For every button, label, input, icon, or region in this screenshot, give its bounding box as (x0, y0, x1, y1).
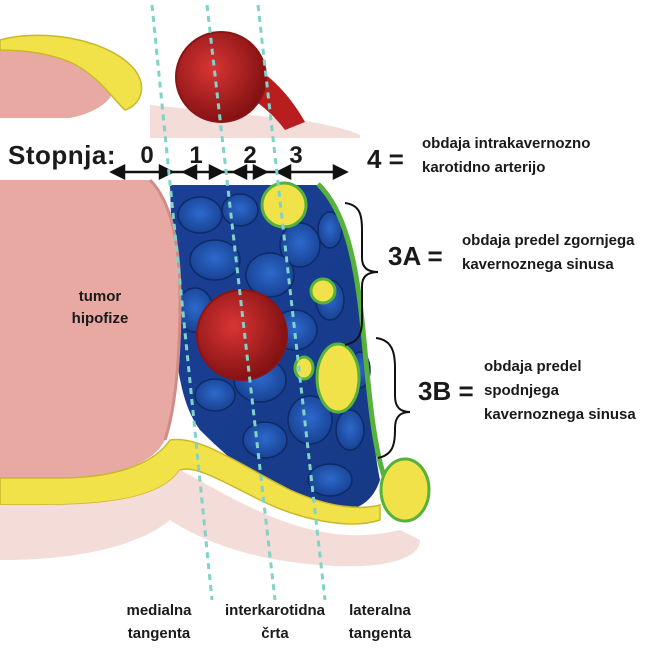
grade-1-label: 1 (176, 142, 216, 170)
grade-3a-label: 3A = (388, 241, 443, 272)
grade-3b-label: 3B = (418, 376, 474, 407)
medial-tangent-label-1: medialna (104, 600, 214, 622)
grade-3b-desc-3: kavernoznega sinusa (484, 404, 636, 426)
grade-title: Stopnja: (8, 140, 116, 171)
grade-3-label: 3 (276, 142, 316, 170)
grade-3b-desc-2: spodnjega (484, 380, 559, 402)
intercarotid-label-2: črta (220, 623, 330, 645)
upper-tissue-right (150, 105, 360, 138)
brace-3b (376, 338, 410, 458)
grade-0-label: 0 (127, 142, 167, 170)
upper-carotid-artery (176, 32, 266, 122)
grade-3a-desc-1: obdaja predel zgornjega (462, 230, 635, 252)
grade-4-label: 4 = (367, 144, 404, 175)
lateral-tangent-label-1: lateralna (325, 600, 435, 622)
grade-4-desc-1: obdaja intrakavernozno (422, 133, 590, 155)
grade-3a-desc-2: kavernoznega sinusa (462, 254, 614, 276)
nerve-lateral (317, 344, 359, 412)
intercarotid-label-1: interkarotidna (220, 600, 330, 622)
medial-tangent-label-2: tangenta (104, 623, 214, 645)
grade-2-label: 2 (230, 142, 270, 170)
nerve-middle-small (311, 279, 335, 303)
tumor-label-2: hipofize (40, 308, 160, 330)
nerve-superior (262, 183, 306, 227)
lateral-tangent-label-2: tangenta (325, 623, 435, 645)
grade-3b-desc-1: obdaja predel (484, 356, 582, 378)
nerve-inferior (381, 459, 429, 521)
tumor-label-1: tumor (40, 286, 160, 308)
grade-4-desc-2: karotidno arterijo (422, 157, 545, 179)
